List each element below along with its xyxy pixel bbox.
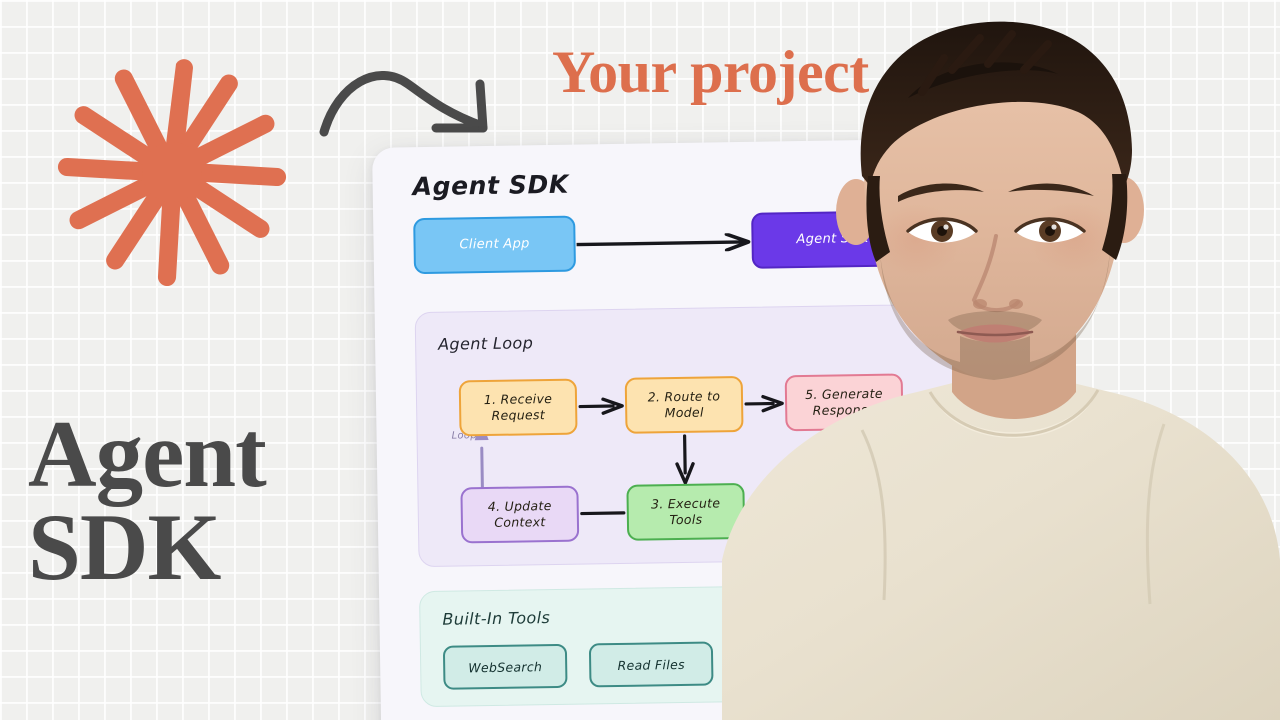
page-title: Agent SDK (28, 407, 368, 601)
node-client-app[interactable]: Client App (413, 215, 577, 275)
page-title-line-2: SDK (28, 494, 221, 601)
built-in-tools-title: Built-In Tools (442, 608, 551, 629)
agent-loop-title: Agent Loop (437, 333, 534, 354)
presenter-portrait (712, 0, 1280, 720)
tool-chip-label: WebSearch (468, 658, 543, 675)
arrow-right-icon (574, 232, 752, 254)
tool-chip[interactable]: WebSearch (442, 643, 568, 690)
annotation-label: Your project (552, 39, 869, 105)
top-flow-row: Client App Agent SDK (413, 210, 958, 289)
tool-chip[interactable]: Read Files (588, 641, 714, 688)
node-client-app-label: Client App (459, 236, 530, 253)
anthropic-starburst-icon (44, 44, 300, 300)
page-title-line-1: Agent (28, 401, 267, 507)
curved-arrow-icon (316, 50, 506, 140)
tool-chip-label: Read Files (617, 656, 685, 673)
